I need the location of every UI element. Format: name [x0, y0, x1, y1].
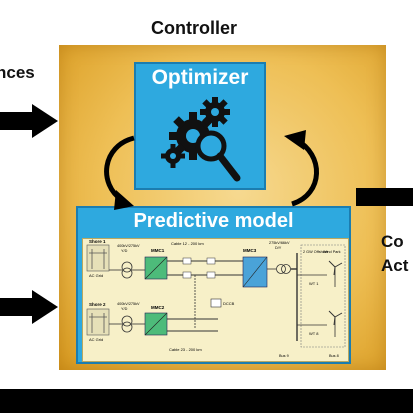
wt8-label: WT 8	[309, 331, 319, 336]
bottom-bar	[0, 389, 413, 413]
wind-turbine-1-icon	[297, 260, 343, 287]
controller-title: Controller	[150, 18, 237, 38]
shore2-label: Shore 2	[89, 302, 106, 307]
predictive-model-label: Predictive model	[133, 210, 294, 232]
tx1b-label: Y/D	[121, 249, 128, 253]
output-arrow-icon	[356, 188, 413, 206]
bus9-label: Bus 9	[279, 354, 289, 358]
wind-park-label: Wind Park	[323, 250, 341, 254]
input-arrow-top-icon	[0, 104, 58, 138]
bus8-label: Bus 8	[329, 354, 339, 358]
shore2-grid-icon	[86, 308, 110, 336]
tx1-label: 400kV/275kV	[117, 244, 140, 248]
mmc2-label: MMC2	[151, 305, 165, 310]
tx3-label: 275kV/66kV	[269, 241, 290, 245]
predictive-model-box[interactable]: Predictive model Shore 1 AC Grid Shore 2…	[76, 206, 351, 364]
dccb-label: DCCB	[223, 301, 235, 306]
shore1-grid-icon	[86, 244, 110, 272]
mmc1-label: MMC1	[151, 248, 165, 253]
tx3b-label: D/Y	[275, 246, 282, 250]
offshore-label: 2 GW Offshore	[303, 250, 328, 254]
gears-magnifier-icon	[161, 97, 241, 182]
output-label-line2: Act	[381, 256, 409, 275]
output-label-line1: Co	[381, 232, 404, 251]
input-arrow-bottom-icon	[0, 290, 58, 324]
tx2b-label: Y/D	[121, 307, 128, 311]
optimizer-label: Optimizer	[151, 66, 249, 89]
hvdc-schematic-diagram: Shore 1 AC Grid Shore 2 AC Grid 400kV/27…	[82, 238, 349, 362]
curved-arrow-up-icon	[284, 130, 319, 207]
curved-arrow-down-icon	[104, 135, 135, 210]
cable23-label: Cable 23 - 200 km	[169, 347, 202, 352]
wt1-label: WT 1	[309, 281, 319, 286]
shore1-label: Shore 1	[89, 239, 106, 244]
mmc3-label: MMC3	[243, 248, 257, 253]
optimizer-box[interactable]: Optimizer	[134, 62, 266, 190]
cable12-label: Cable 12 - 200 km	[171, 241, 204, 246]
shore2-grid-label: AC Grid	[89, 337, 103, 342]
inputs-label: nces	[0, 63, 35, 82]
tx2-label: 400kV/275kV	[117, 302, 140, 306]
wind-turbine-8-icon	[297, 310, 343, 337]
shore1-grid-label: AC Grid	[89, 273, 103, 278]
